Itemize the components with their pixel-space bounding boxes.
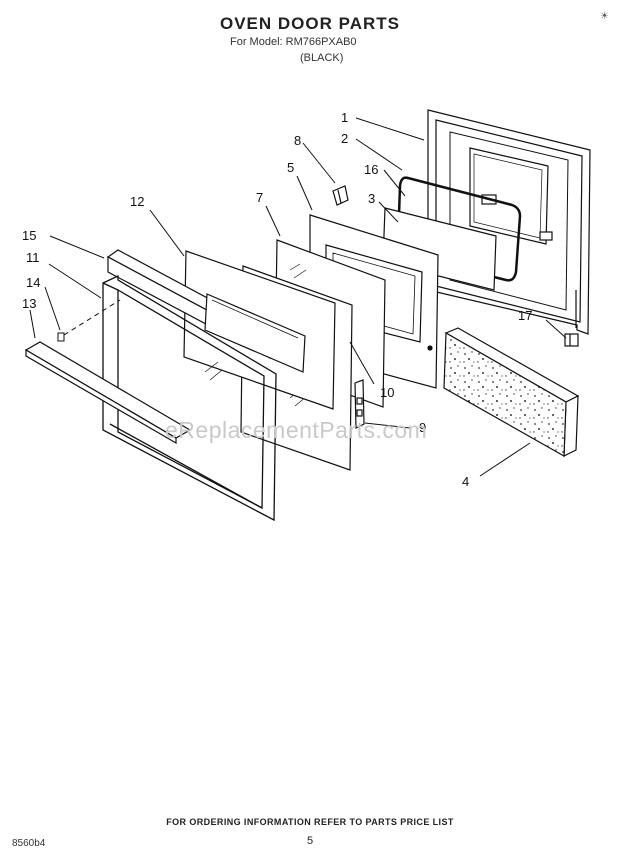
callout-5: 5: [287, 160, 294, 175]
callout-1: 1: [341, 110, 348, 125]
callout-16: 16: [364, 162, 378, 177]
part-17-clip: [564, 333, 579, 347]
model-subtitle: For Model: RM766PXAB0: [230, 36, 357, 48]
callout-13: 13: [22, 296, 36, 311]
callout-2: 2: [341, 131, 348, 146]
ordering-instruction: FOR ORDERING INFORMATION REFER TO PARTS …: [166, 817, 454, 827]
part-13-handle-bar: [24, 341, 192, 445]
page-number: 5: [306, 835, 314, 847]
part-8-bracket: [332, 185, 349, 206]
callout-8: 8: [294, 133, 301, 148]
part-16-gasket: [396, 176, 522, 282]
part-14-clip: [57, 332, 65, 342]
callout-4: 4: [462, 474, 469, 489]
callout-labels: 1 2 16 3 8 5 7 12 15 11 14 13 17 10 9 4: [22, 110, 532, 489]
callout-12: 12: [130, 194, 144, 209]
part-9-hinge-bracket: [354, 379, 365, 429]
callout-9: 9: [419, 420, 426, 435]
part-4-insulation-block: [443, 327, 580, 458]
part-11-outer-door-frame: [102, 274, 277, 522]
color-variant: (BLACK): [300, 52, 344, 64]
part-15-top-trim: [106, 249, 306, 373]
corner-mark: ☀: [600, 11, 609, 22]
callout-17: 17: [518, 308, 532, 323]
leader-lines: [29, 117, 567, 477]
callout-3: 3: [368, 191, 375, 206]
callout-11: 11: [26, 250, 40, 265]
callout-14: 14: [26, 275, 40, 290]
diagram-code: 8560b4: [12, 838, 46, 849]
callout-10: 10: [380, 385, 394, 400]
watermark: eReplacementParts.com: [165, 417, 428, 443]
page-title: OVEN DOOR PARTS: [220, 14, 400, 33]
callout-15: 15: [22, 228, 36, 243]
callout-7: 7: [256, 190, 263, 205]
part-1-inner-door-panel: [427, 109, 591, 335]
